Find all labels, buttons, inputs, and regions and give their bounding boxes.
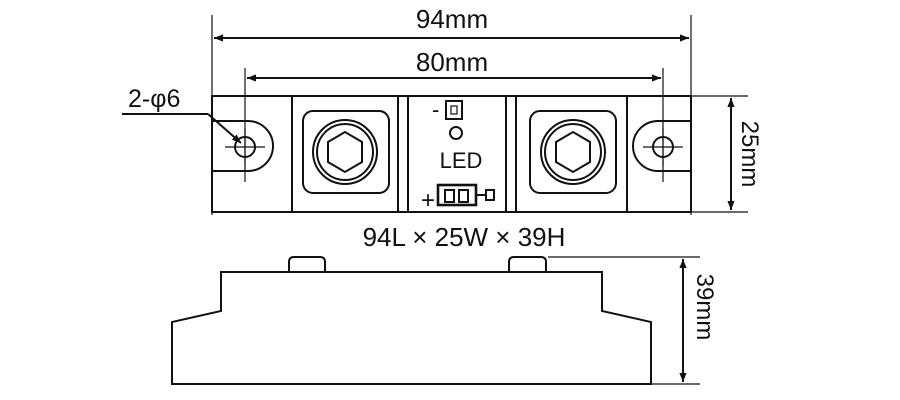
callout-leader-arrow [207, 113, 242, 144]
label-hole-callout: 2-φ6 [128, 85, 180, 113]
minus-terminal-inner [450, 105, 458, 115]
label-94mm: 94mm [416, 4, 488, 34]
left-terminal-screw [302, 110, 390, 194]
minus-sign: - [432, 97, 439, 122]
right-terminal-screw [529, 110, 617, 194]
label-25mm: 25mm [736, 121, 763, 188]
minus-terminal [445, 100, 463, 120]
led-label: LED [440, 148, 483, 173]
led-indicator [449, 126, 463, 140]
plus-sign: + [421, 187, 435, 214]
side-terminal-right [508, 256, 547, 272]
top-view: 94mm 80mm 2-φ6 [122, 4, 763, 252]
relay-body-outline [211, 95, 692, 213]
connector-pin-2 [458, 189, 469, 203]
side-view: 39mm [171, 256, 718, 385]
control-section: - LED + [421, 97, 495, 214]
plus-connector [436, 183, 478, 207]
size-summary: 94L × 25W × 39H [363, 222, 566, 252]
side-profile-outline [171, 271, 652, 385]
label-80mm: 80mm [416, 47, 488, 77]
label-39mm: 39mm [691, 274, 718, 341]
connector-tab [485, 189, 495, 201]
right-mounting-hole [632, 120, 691, 172]
connector-pin-1 [444, 189, 455, 203]
side-terminal-left [288, 256, 326, 272]
left-mounting-hole [212, 120, 274, 172]
